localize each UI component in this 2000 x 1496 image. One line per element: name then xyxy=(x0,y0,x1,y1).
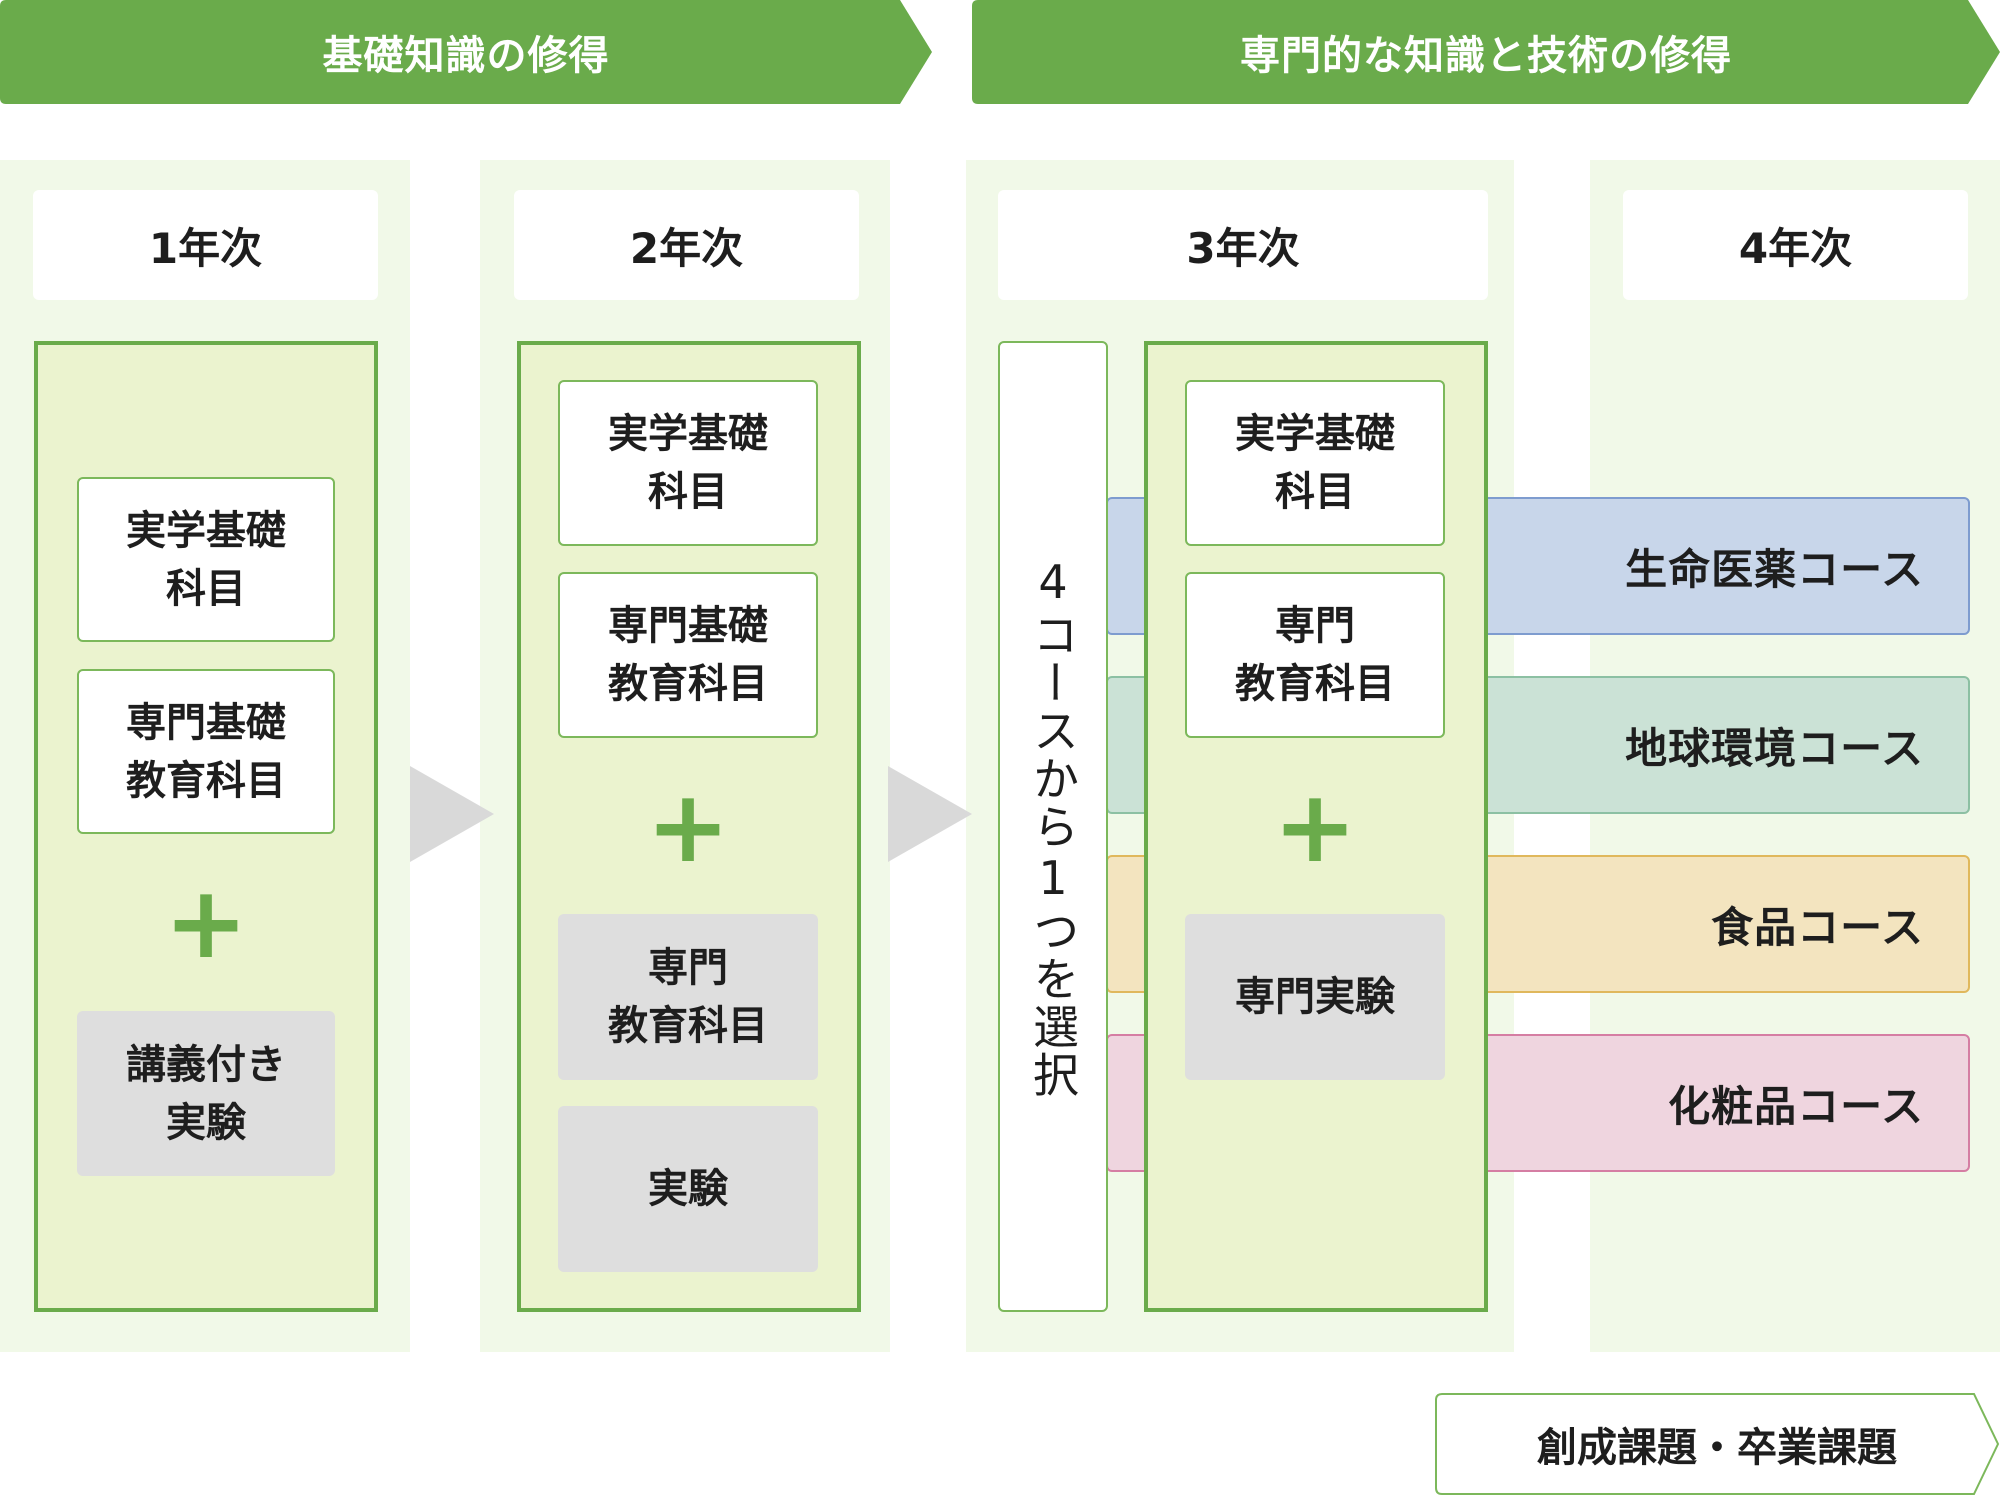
phase-banner-basic-arrow xyxy=(0,0,932,104)
year3-subject-jitsugaku: 実学基礎 科目 xyxy=(1185,380,1445,546)
year-header-1: 1年次 xyxy=(33,190,378,300)
arrow-right-icon xyxy=(410,766,494,862)
phase-specialized-label: 専門的な知識と技術の修得 xyxy=(1240,33,1732,79)
year3-experiment: 専門実験 xyxy=(1185,914,1445,1080)
phase-banner-specialized: 専門的な知識と技術の修得 xyxy=(972,0,2000,104)
course-label: 食品コース xyxy=(1711,902,1924,952)
year3-subject-senmon-kyoiku: 専門 教育科目 xyxy=(1185,572,1445,738)
plus-icon: + xyxy=(164,864,248,981)
plus-icon: + xyxy=(646,768,730,885)
year1-subject-jitsugaku: 実学基礎 科目 xyxy=(77,477,335,642)
year-header-4: 4年次 xyxy=(1623,190,1968,300)
year2-subject-jitsugaku: 実学基礎 科目 xyxy=(558,380,818,546)
year1-experiment: 講義付き 実験 xyxy=(77,1011,335,1176)
course-label: 生命医薬コース xyxy=(1625,544,1924,594)
course-label: 化粧品コース xyxy=(1668,1081,1924,1131)
course-label: 地球環境コース xyxy=(1625,723,1924,773)
year1-subject-senmon-kiso: 専門基礎 教育科目 xyxy=(77,669,335,834)
year2-subject-senmon-kiso: 専門基礎 教育科目 xyxy=(558,572,818,738)
year-header-3: 3年次 xyxy=(998,190,1488,300)
phase-banner-basic: 基礎知識の修得 xyxy=(0,0,932,104)
year2-senmon-kyoiku: 専門 教育科目 xyxy=(558,914,818,1080)
year-header-2: 2年次 xyxy=(514,190,859,300)
phase-basic-label: 基礎知識の修得 xyxy=(322,33,610,79)
arrow-right-icon xyxy=(888,766,972,862)
final-project-arrow xyxy=(1435,1393,2000,1495)
course-select-label: 4コースから1つを選択 xyxy=(998,341,1108,1312)
phase-banner-specialized-arrow xyxy=(972,0,2000,104)
year2-experiment: 実験 xyxy=(558,1106,818,1272)
plus-icon: + xyxy=(1273,768,1357,885)
final-project-box: 創成課題・卒業課題 xyxy=(1434,1392,2000,1496)
final-project-label: 創成課題・卒業課題 xyxy=(1537,1425,1897,1471)
